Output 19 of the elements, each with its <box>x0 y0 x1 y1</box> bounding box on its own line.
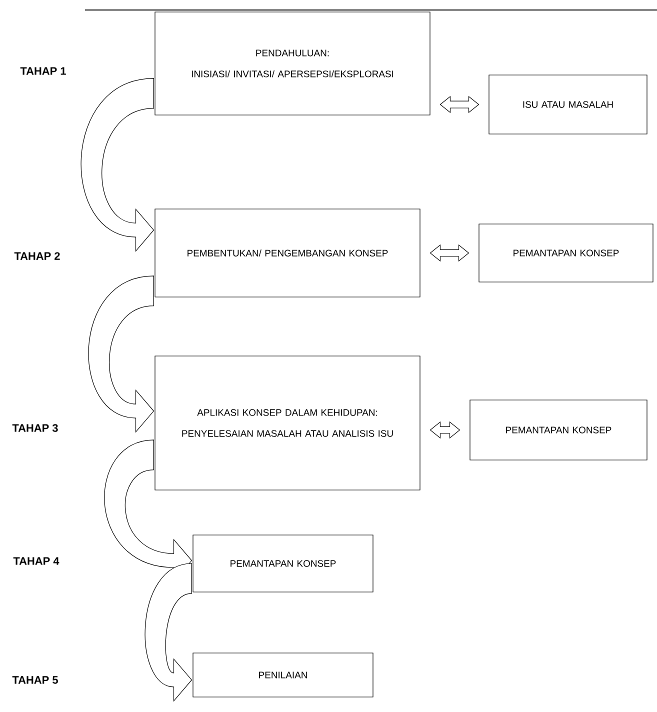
process-box: PEMBENTUKAN/ PENGEMBANGAN KONSEP <box>154 208 420 298</box>
process-box: PENDAHULUAN: INISIASI/ INVITASI/ APERSEPSI/EKSPLORASI <box>154 12 430 116</box>
curved-arrow <box>88 276 154 432</box>
stage-label: TAHAP 5 <box>12 676 58 684</box>
double-arrow <box>430 244 470 262</box>
double-arrow <box>440 96 480 114</box>
curved-arrow <box>144 563 192 702</box>
process-box: PENILAIAN <box>192 652 374 698</box>
process-box: PEMANTAPAN KONSEP <box>192 534 374 592</box>
stage-label: TAHAP 3 <box>12 424 58 432</box>
process-box: PEMANTAPAN KONSEP <box>478 224 654 282</box>
stage-label: TAHAP 2 <box>14 252 60 260</box>
curved-arrow <box>80 78 154 252</box>
process-box: APLIKASI KONSEP DALAM KEHIDUPAN: PENYELESAIAN MASALAH ATAU ANALISIS ISU <box>154 356 420 490</box>
process-box: ISU ATAU MASALAH <box>488 74 648 134</box>
double-arrow <box>430 421 460 439</box>
stage-label: TAHAP 4 <box>13 557 60 565</box>
process-box: PEMANTAPAN KONSEP <box>470 400 648 460</box>
stage-label: TAHAP 1 <box>20 67 66 75</box>
